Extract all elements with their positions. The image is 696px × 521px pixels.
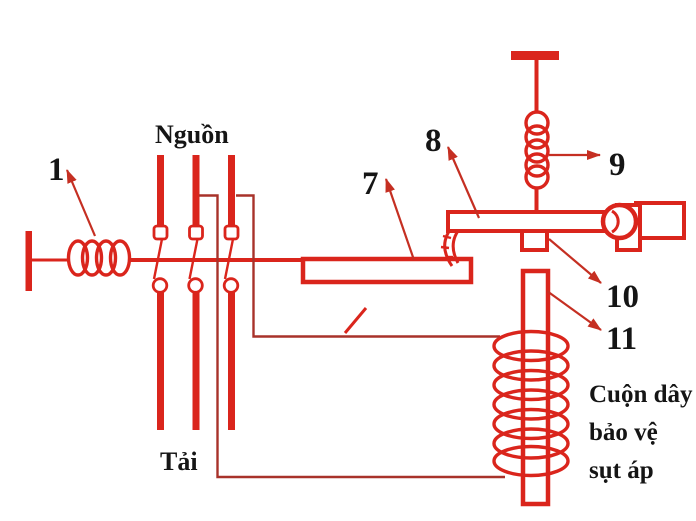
trip-linkage-segment <box>343 307 368 334</box>
latch-10 <box>520 229 549 252</box>
label-part-7: 7 <box>362 166 379 202</box>
label-load: Tải <box>160 447 198 476</box>
pointer-arrows <box>65 146 602 331</box>
label-source: Nguồn <box>155 120 229 149</box>
label-part-1: 1 <box>48 152 65 188</box>
label-part-10: 10 <box>606 279 639 315</box>
series-coil-1 <box>66 239 132 277</box>
armature-rod-11 <box>520 268 551 507</box>
coil-supply-wire <box>236 194 500 338</box>
caption-line-1: Cuộn dây <box>589 381 693 408</box>
caption-protection-coil: Cuộn dây bảo vệ sụt áp <box>589 381 693 484</box>
label-part-8: 8 <box>425 123 442 159</box>
reset-handle[interactable] <box>511 51 559 113</box>
caption-line-2: bảo vệ <box>589 419 658 446</box>
switch-pole-2 <box>187 155 204 430</box>
switch-pole-1 <box>151 155 169 430</box>
left-terminal <box>25 231 70 291</box>
contact-tray-7 <box>300 256 474 285</box>
label-part-9: 9 <box>609 147 626 183</box>
lever-bar-8 <box>446 210 610 233</box>
caption-line-3: sụt áp <box>589 457 654 484</box>
lever-pivot <box>600 201 686 252</box>
label-part-11: 11 <box>606 321 637 357</box>
protection-coil <box>492 329 570 478</box>
return-spring-9 <box>524 110 550 213</box>
coil-return-wire <box>199 194 505 479</box>
switch-pole-3 <box>222 155 240 430</box>
